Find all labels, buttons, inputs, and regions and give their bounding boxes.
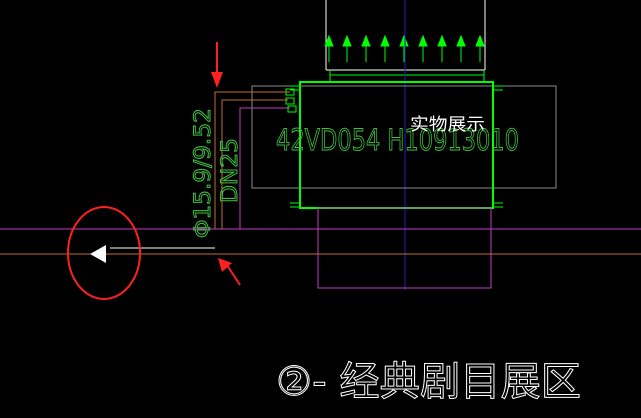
markup-arrow-bottom <box>218 258 241 286</box>
airflow-arrows <box>324 34 485 62</box>
zone-title: ②- 经典剧目展区 <box>276 359 581 405</box>
refrigerant-pipe <box>214 91 290 229</box>
equipment-model-label: 42VD054 H10913010 <box>276 123 519 157</box>
markup-circle <box>67 206 141 300</box>
flow-direction-arrow <box>90 245 106 263</box>
display-zone-outline <box>251 85 557 189</box>
condensate-pipe <box>239 107 290 229</box>
return-air-box <box>317 207 492 289</box>
mounting-brackets <box>290 85 503 208</box>
pipe-size-label: Φ15.9/9.52 <box>191 108 216 238</box>
markup-arrow-top <box>211 42 223 88</box>
duct-size-label: DN25 <box>218 138 243 203</box>
grille-connector <box>329 70 485 82</box>
display-label: 实物展示 <box>410 115 485 135</box>
